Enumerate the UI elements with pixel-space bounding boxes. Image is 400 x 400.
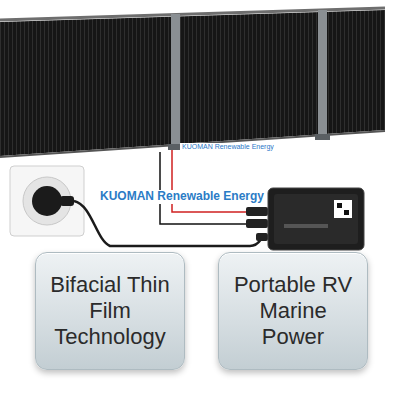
brand-label: KUOMAN Renewable Energy (98, 190, 266, 204)
ac-connector (256, 233, 268, 241)
inverter-face (274, 194, 358, 244)
railing-post (318, 10, 327, 136)
plug (32, 186, 62, 216)
glass-box: Portable RV Marine Power (218, 252, 368, 370)
glass-box: Bifacial Thin Film Technology (35, 252, 185, 370)
watermark: KUOMAN Renewable Energy (180, 143, 276, 151)
microinverter (268, 188, 364, 250)
box-text: Bifacial Thin Film Technology (44, 272, 176, 350)
box-text-group: Bifacial Thin Film Technology (44, 272, 176, 350)
box-text: Portable RV Marine Power (227, 272, 359, 350)
plug-grip (60, 196, 74, 206)
dc-wire-black (160, 152, 246, 224)
qr-mark (344, 210, 349, 215)
mc4-connector (246, 207, 268, 216)
box-text-group: Portable RV Marine Power (227, 272, 359, 350)
wall-socket (10, 166, 84, 236)
solar-panel (0, 10, 385, 156)
top-rail (0, 8, 385, 20)
bottom-rail (0, 131, 385, 157)
qr-mark (337, 203, 342, 208)
ac-cable (74, 201, 262, 246)
qr-code (334, 200, 352, 218)
railing-post (171, 14, 180, 146)
inverter-plate (284, 224, 328, 228)
mc4-connector (246, 219, 268, 228)
post-foot (315, 134, 330, 140)
